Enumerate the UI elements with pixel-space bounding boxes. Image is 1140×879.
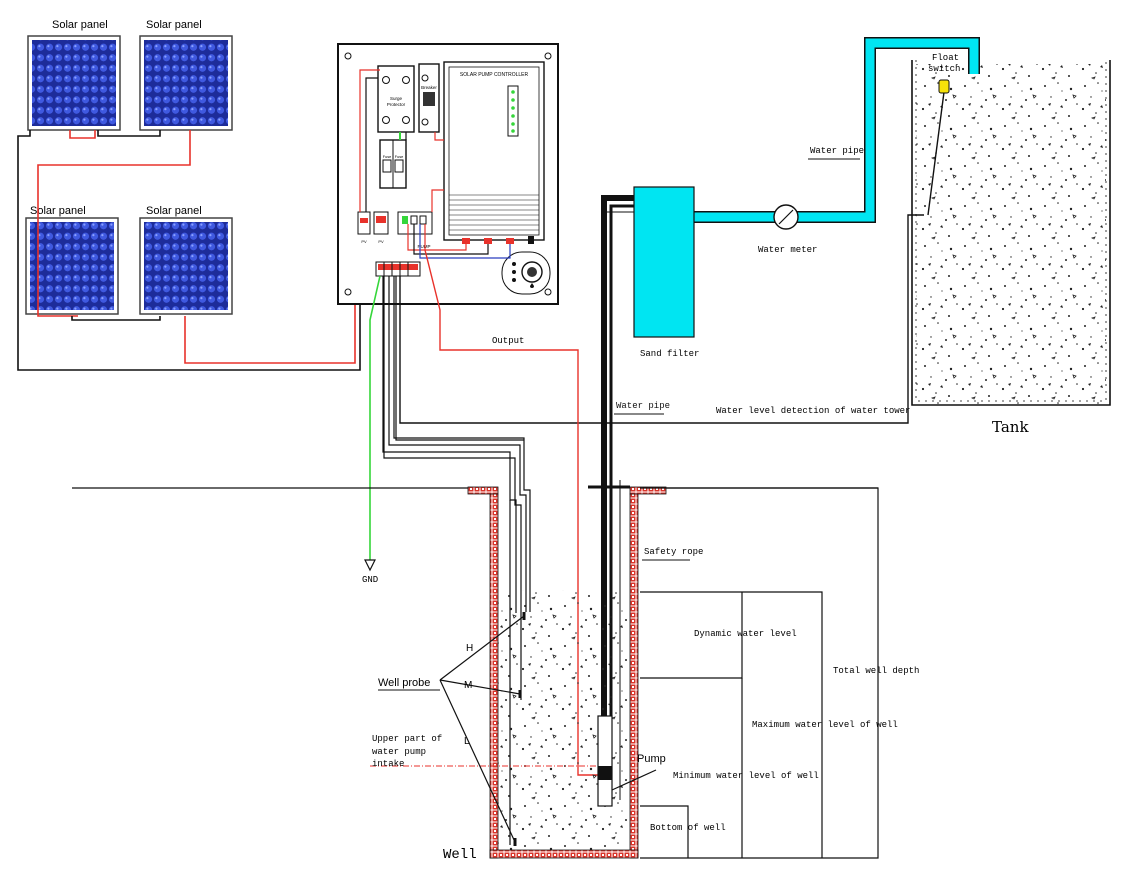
solar-panel-label: Solar panel: [52, 19, 108, 31]
depth-brackets: [640, 487, 879, 859]
water-meter: Water meter: [758, 204, 817, 255]
safety-rope: Safety rope: [619, 480, 703, 800]
well-probes: Well probe H M L: [378, 612, 526, 846]
solar-panel-2: [139, 35, 233, 131]
pv-terminals: PV PV: [357, 211, 389, 244]
float-switch-label: switch: [928, 64, 960, 74]
output-label: Output: [492, 336, 524, 346]
pv-label: PV: [361, 239, 367, 244]
water-level-detection-label: Water level detection of water tower: [716, 406, 910, 416]
fuse-block: Fuse Fuse: [379, 139, 407, 189]
fuse-label: Fuse: [383, 155, 391, 159]
surge-protector: Surge Protector: [377, 65, 415, 133]
bottom-of-well-label: Bottom of well: [650, 823, 726, 833]
controller-internal-wiring: [359, 69, 511, 259]
solar-panel-1: [27, 35, 121, 131]
solar-panel-array: Solar panel Solar panel Solar panel Sola…: [25, 19, 233, 315]
water-pipe-to-tank: Water pipe: [690, 37, 980, 223]
solar-panel-3: [25, 217, 119, 315]
pump-label: PUMP: [417, 244, 430, 249]
sand-filter: Sand filter: [633, 186, 699, 359]
surge-label: Protector: [387, 102, 406, 107]
well: Well: [443, 486, 667, 863]
tank: Tank: [911, 60, 1111, 436]
probe-l-label: L: [464, 736, 470, 747]
control-knob: [501, 251, 551, 295]
depth-labels: Dynamic water level Total well depth Max…: [650, 629, 919, 833]
well-probe-label: Well probe: [378, 677, 430, 689]
solar-panel-label: Solar panel: [30, 205, 86, 217]
ground-wire: GND: [362, 275, 381, 585]
intake-label: water pump: [372, 747, 426, 757]
tank-level-cable: Water level detection of water tower: [399, 214, 924, 424]
probe-m-label: M: [464, 680, 472, 691]
intake-label: intake: [372, 759, 404, 769]
surge-label: Surge: [390, 96, 403, 101]
dynamic-water-level-label: Dynamic water level: [694, 629, 797, 639]
safety-rope-label: Safety rope: [644, 547, 703, 557]
float-switch: Float switch: [927, 53, 960, 216]
controller-title: SOLAR PUMP CONTROLLER: [460, 72, 529, 78]
controller-box: Surge Protector Breaker Fuse Fuse SOLAR …: [337, 43, 559, 305]
pump-intake-line: Upper part of water pump intake: [370, 734, 598, 769]
total-well-depth-label: Total well depth: [833, 666, 919, 676]
minimum-water-level-label: Minimum water level of well: [673, 771, 819, 781]
intake-label: Upper part of: [372, 734, 442, 744]
sand-filter-label: Sand filter: [640, 349, 699, 359]
well-label: Well: [443, 847, 477, 863]
breaker-label: Breaker: [421, 85, 437, 90]
tank-label: Tank: [992, 418, 1029, 436]
pump-terminals: PUMP: [397, 211, 433, 249]
float-switch-label: Float: [932, 53, 959, 63]
breaker: Breaker: [418, 63, 440, 133]
water-meter-label: Water meter: [758, 245, 817, 255]
submersible-pump: Pump: [597, 715, 666, 807]
fuse-label: Fuse: [395, 155, 403, 159]
solar-panel-label: Solar panel: [146, 19, 202, 31]
gnd-label: GND: [362, 575, 378, 585]
maximum-water-level-label: Maximum water level of well: [752, 720, 898, 730]
probe-terminal-block: [375, 261, 421, 277]
solar-pump-controller-unit: SOLAR PUMP CONTROLLER: [443, 61, 545, 244]
water-pipe-label: Water pipe: [616, 401, 670, 411]
probe-h-label: H: [466, 643, 473, 654]
water-pipe-label: Water pipe: [810, 146, 864, 156]
solar-panel-label: Solar panel: [146, 205, 202, 217]
pump-label: Pump: [637, 753, 666, 765]
pv-label: PV: [378, 239, 384, 244]
solar-panel-4: [139, 217, 233, 315]
